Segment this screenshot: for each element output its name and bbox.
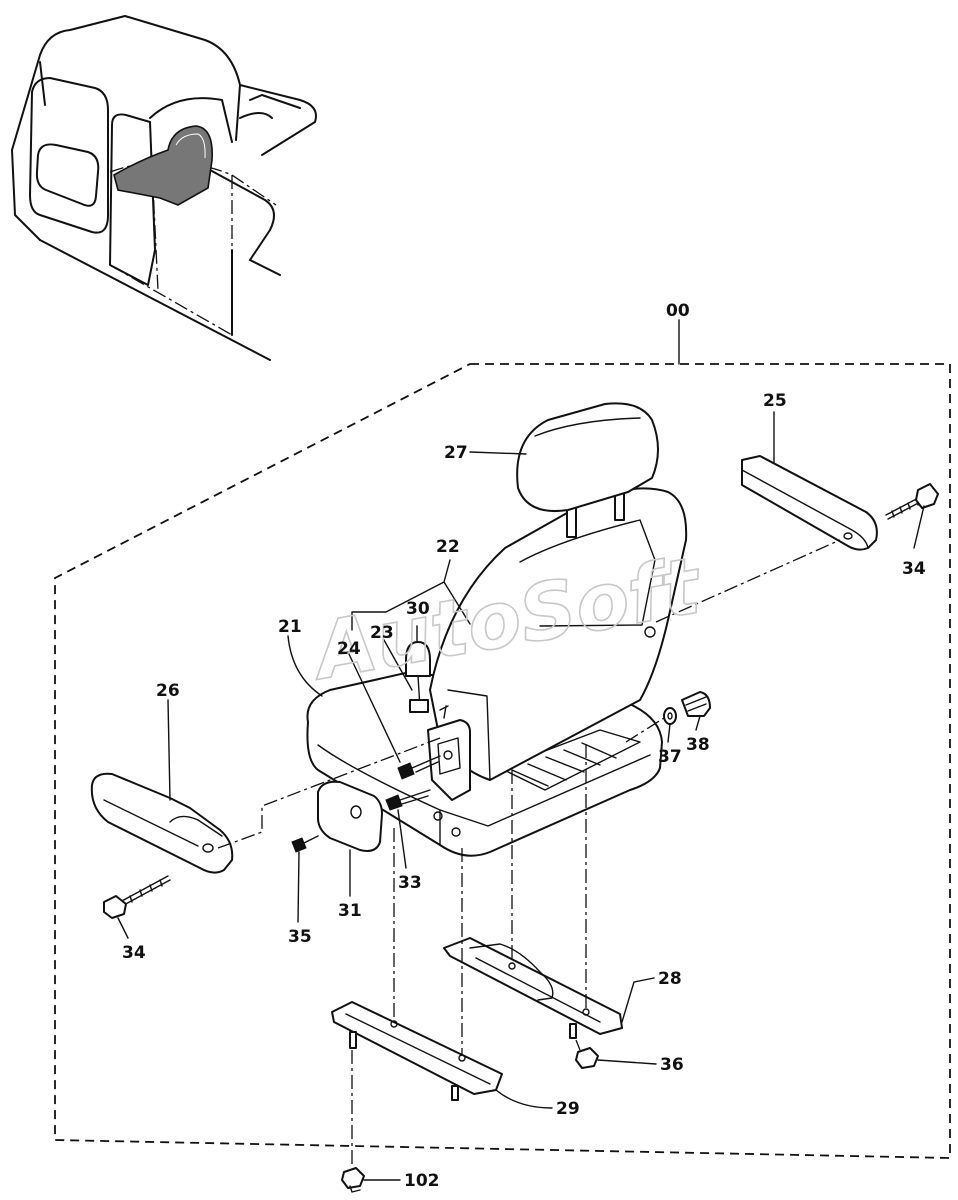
bolt-34-left — [103, 875, 171, 919]
nut-102 — [341, 1167, 365, 1193]
armrest-right — [741, 455, 878, 551]
callout-26: 26 — [156, 681, 180, 701]
callout-35: 35 — [288, 927, 312, 947]
callout-36: 36 — [660, 1055, 684, 1075]
callout-31: 31 — [338, 901, 362, 921]
assembly-boundary — [54, 363, 951, 1159]
bolt-33 — [385, 789, 431, 811]
recline-lever — [405, 641, 431, 713]
callout-38: 38 — [686, 735, 710, 755]
callout-21: 21 — [278, 617, 302, 637]
callout-33: 33 — [398, 873, 422, 893]
callout-27: 27 — [444, 443, 468, 463]
side-cover — [317, 780, 383, 852]
callout-34-left: 34 — [122, 943, 146, 963]
assembly-centrelines — [217, 539, 841, 1168]
callout-37: 37 — [658, 747, 682, 767]
callout-22: 22 — [436, 537, 460, 557]
callout-23: 23 — [370, 623, 394, 643]
callout-29: 29 — [556, 1099, 580, 1119]
washer-37 — [663, 707, 677, 725]
cab-inset-illustration — [11, 15, 317, 361]
callout-00: 00 — [666, 301, 690, 321]
headrest — [516, 402, 659, 538]
callout-28: 28 — [658, 969, 682, 989]
callout-24: 24 — [337, 639, 361, 659]
side-bracket — [427, 705, 471, 801]
armrest-left — [90, 772, 234, 874]
slide-rail-28 — [443, 937, 623, 1039]
callout-25: 25 — [763, 391, 787, 411]
nut-36 — [575, 1047, 599, 1069]
bolt-24 — [397, 755, 441, 780]
callout-30: 30 — [406, 599, 430, 619]
slide-rail-29 — [331, 1001, 503, 1101]
knob-38 — [681, 691, 711, 717]
leader-lines — [117, 411, 925, 1181]
callout-34-right: 34 — [902, 559, 926, 579]
seat-backrest — [429, 487, 688, 781]
screw-35 — [291, 835, 319, 853]
callout-102: 102 — [404, 1171, 440, 1191]
bolt-34-right — [885, 483, 939, 520]
